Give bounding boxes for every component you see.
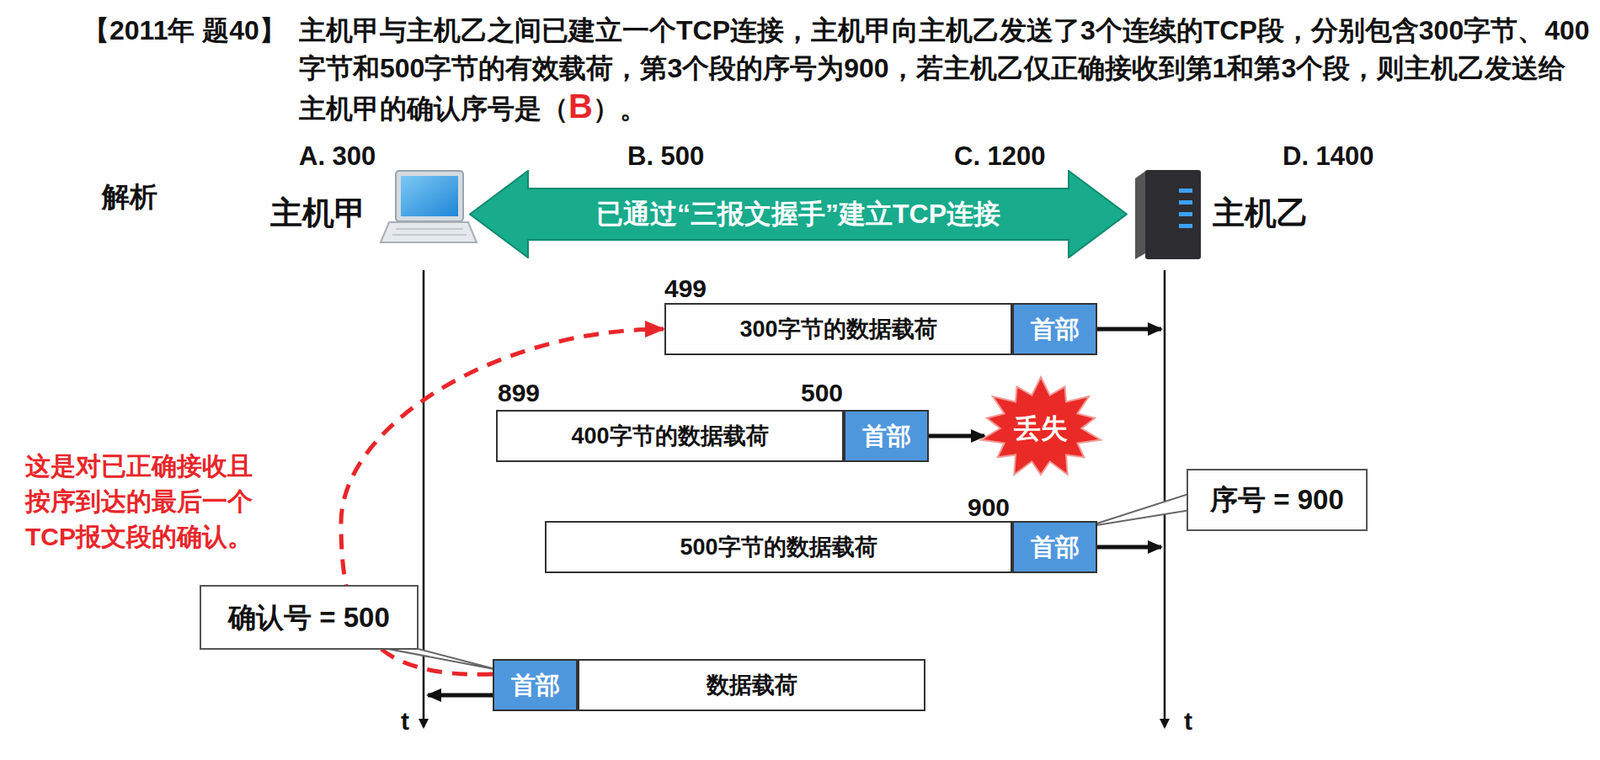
- host-label: 主机乙: [1212, 192, 1309, 234]
- ack-arrow: [427, 695, 493, 697]
- loss-burst: 丢失: [977, 375, 1104, 482]
- answer-option: C. 1200: [954, 139, 1046, 173]
- callout-box: 确认号 = 500: [199, 585, 419, 651]
- node-text: 400字节的数据载荷: [570, 422, 768, 450]
- header-text: 首部: [1030, 314, 1080, 345]
- sequence-number: 900: [967, 491, 1010, 524]
- header-box: 首部: [1012, 303, 1098, 356]
- sequence-number: 899: [497, 377, 540, 410]
- payload-box: 300字节的数据载荷: [664, 303, 1013, 356]
- node-text: 已通过“三报文握手”建立TCP连接: [596, 197, 1001, 230]
- answer-option: B. 500: [627, 139, 704, 173]
- section-label: 解析: [101, 179, 158, 214]
- timeline: [1164, 270, 1166, 728]
- question-text: ）。: [592, 93, 647, 124]
- header-box: 首部: [843, 410, 929, 463]
- server-icon: [1135, 170, 1201, 260]
- header-box: 首部: [492, 659, 578, 712]
- answer-letter: B: [568, 87, 593, 125]
- sequence-number: 499: [664, 272, 707, 305]
- header-text: 首部: [1030, 533, 1080, 563]
- time-axis-label: t: [400, 705, 410, 738]
- question-text: 主机甲与主机乙之间已建立一个TCP连接，主机甲向主机乙发送了3个连续的TCP段，…: [298, 15, 1590, 124]
- question-body: 主机甲与主机乙之间已建立一个TCP连接，主机甲向主机乙发送了3个连续的TCP段，…: [298, 11, 1590, 128]
- header-box: 首部: [1012, 521, 1098, 574]
- question-title: 【2011年 题40】: [82, 11, 287, 50]
- send-arrow: [1097, 329, 1162, 331]
- callout-box: 序号 = 900: [1186, 469, 1368, 532]
- payload-box: 数据载荷: [577, 659, 926, 712]
- header-text: 首部: [862, 421, 912, 452]
- node-text: 300字节的数据载荷: [739, 315, 937, 343]
- host-label: 主机甲: [270, 192, 367, 234]
- node-text: 确认号 = 500: [228, 601, 390, 635]
- timeline: [423, 270, 425, 728]
- answer-option: D. 1400: [1282, 139, 1375, 173]
- laptop-icon: [380, 170, 477, 243]
- connection-arrow: 已通过“三报文握手”建立TCP连接: [469, 170, 1128, 259]
- time-axis-label: t: [1184, 705, 1193, 738]
- annotation-note: 这是对已正确接收且 按序到达的最后一个 TCP报文段的确认。: [25, 448, 278, 555]
- callout-pointer: [1086, 493, 1191, 528]
- sequence-number: 500: [800, 377, 843, 410]
- answer-option: A. 300: [298, 139, 376, 173]
- node-text: 500字节的数据载荷: [679, 533, 877, 561]
- header-text: 首部: [511, 671, 560, 701]
- payload-box: 400字节的数据载荷: [496, 410, 844, 463]
- node-text: 数据载荷: [706, 672, 798, 699]
- payload-box: 500字节的数据载荷: [544, 521, 1013, 574]
- send-arrow: [1097, 547, 1162, 549]
- node-text: 序号 = 900: [1210, 483, 1344, 518]
- node-text: 丢失: [1013, 412, 1068, 445]
- connector: [928, 434, 985, 439]
